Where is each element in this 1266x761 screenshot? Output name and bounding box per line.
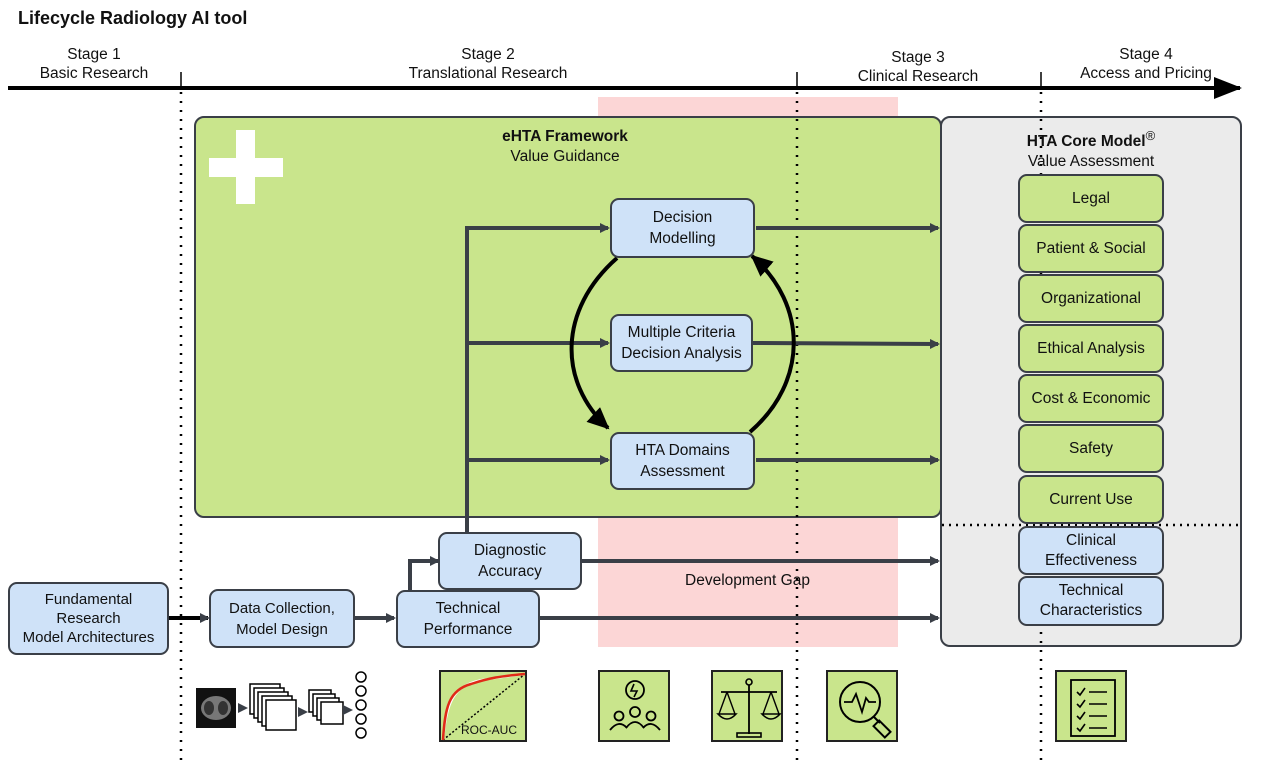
roc-label: ROC-AUC <box>461 723 517 737</box>
hta-domain-technical-characteristics[interactable]: Technical Characteristics <box>1018 576 1164 626</box>
ehta-framework-panel <box>194 116 942 518</box>
hta-domain-ethical-analysis[interactable]: Ethical Analysis <box>1018 324 1164 373</box>
hta-domains-assessment-box[interactable]: HTA Domains Assessment <box>610 432 755 490</box>
stakeholder-idea-icon <box>598 670 670 742</box>
stage-2-name: Stage 2 <box>461 46 515 63</box>
hta-domain-organizational[interactable]: Organizational <box>1018 274 1164 323</box>
hta-domain-clinical-effectiveness[interactable]: Clinical Effectiveness <box>1018 526 1164 575</box>
hta-domain-legal[interactable]: Legal <box>1018 174 1164 223</box>
hta-core-header: HTA Core Model® Value Assessment <box>966 126 1216 172</box>
hta-core-mark: ® <box>1145 128 1156 143</box>
stage-1-name: Stage 1 <box>67 46 121 63</box>
technical-performance-box[interactable]: Technical Performance <box>396 590 540 648</box>
stage-1-desc: Basic Research <box>39 65 149 82</box>
balance-scale-icon <box>711 670 783 742</box>
ehta-title: eHTA Framework <box>502 128 628 145</box>
development-gap-band-top <box>598 97 898 117</box>
ehta-header: eHTA Framework Value Guidance <box>440 127 690 167</box>
hta-domain-patient-social[interactable]: Patient & Social <box>1018 224 1164 273</box>
magnifier-pulse-icon <box>826 670 898 742</box>
stage-4-desc: Access and Pricing <box>1080 65 1212 82</box>
roc-curve-icon: ROC-AUC <box>439 670 527 742</box>
page-title: Lifecycle Radiology AI tool <box>18 8 248 28</box>
development-gap-band <box>598 518 898 647</box>
hta-domain-current-use[interactable]: Current Use <box>1018 475 1164 524</box>
hta-domain-cost-economic[interactable]: Cost & Economic <box>1018 374 1164 423</box>
decision-modelling-box[interactable]: Decision Modelling <box>610 198 755 258</box>
stage-3-header: Stage 3 Clinical Research <box>798 48 1038 86</box>
hta-core-title: HTA Core Model <box>1026 133 1146 151</box>
hta-core-subtitle: Value Assessment <box>1027 153 1155 171</box>
development-gap-label: Development Gap <box>685 572 810 589</box>
hta-domain-safety[interactable]: Safety <box>1018 424 1164 473</box>
checklist-icon <box>1055 670 1127 742</box>
ehta-subtitle: Value Guidance <box>510 148 620 165</box>
stage-2-header: Stage 2 Translational Research <box>368 45 608 83</box>
stage-1-header: Stage 1 Basic Research <box>0 45 214 83</box>
diagnostic-accuracy-box[interactable]: Diagnostic Accuracy <box>438 532 582 590</box>
stage-3-name: Stage 3 <box>891 49 945 66</box>
stage-4-header: Stage 4 Access and Pricing <box>1026 45 1266 83</box>
stage-4-name: Stage 4 <box>1119 46 1173 63</box>
stage-2-desc: Translational Research <box>408 65 568 82</box>
fundamental-research-box[interactable]: Fundamental Research Model Architectures <box>8 582 169 655</box>
stage-3-desc: Clinical Research <box>857 68 979 85</box>
data-collection-box[interactable]: Data Collection, Model Design <box>209 589 355 648</box>
mcda-box[interactable]: Multiple Criteria Decision Analysis <box>610 314 753 372</box>
